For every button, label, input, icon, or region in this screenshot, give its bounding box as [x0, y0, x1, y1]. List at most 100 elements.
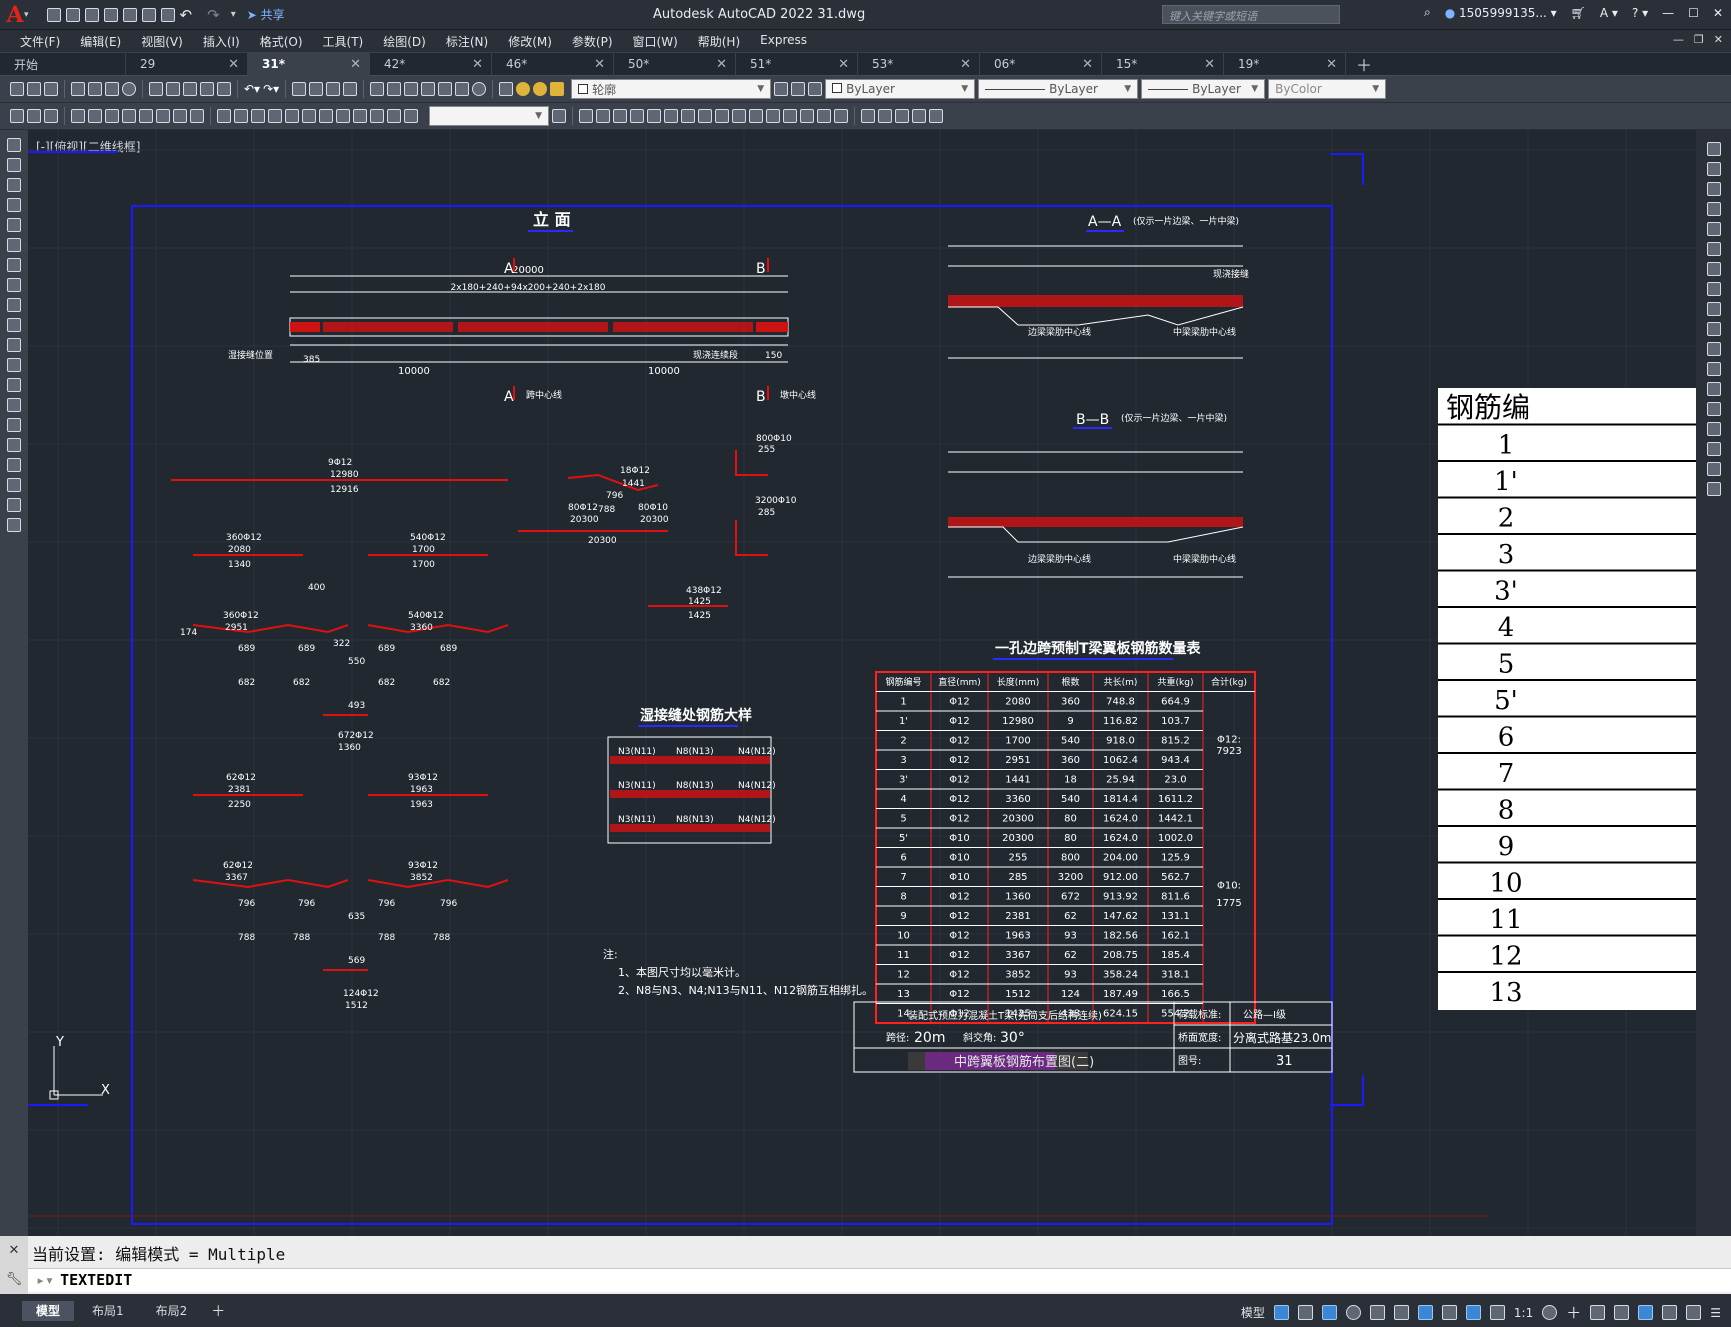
bring-front-icon[interactable] — [878, 109, 892, 123]
customize-qa-chevron-icon[interactable]: ▾ — [230, 9, 236, 20]
file-tab-2[interactable]: 31*✕ — [248, 52, 370, 76]
save-web-icon[interactable] — [141, 7, 156, 22]
offset-icon[interactable] — [1706, 202, 1721, 216]
rectangle-icon[interactable] — [7, 218, 21, 232]
erase-icon[interactable] — [1706, 142, 1721, 156]
ordinate-icon[interactable] — [122, 109, 136, 123]
file-tab-0[interactable]: 开始 — [0, 52, 126, 76]
tab-close-icon[interactable]: ✕ — [472, 56, 483, 72]
copy-icon[interactable] — [166, 82, 180, 96]
draworder-icon[interactable] — [861, 109, 875, 123]
pan-icon[interactable] — [292, 82, 307, 96]
diameter-icon[interactable] — [173, 109, 187, 123]
print-icon[interactable] — [71, 82, 85, 96]
dim-break-icon[interactable] — [285, 109, 299, 123]
layer-freeze-icon[interactable] — [533, 82, 548, 96]
qnew-icon[interactable] — [10, 82, 24, 96]
annotation-scale[interactable]: 1:1 — [1513, 1305, 1534, 1320]
aligned-dim-icon[interactable] — [88, 109, 102, 123]
drawing-viewport[interactable]: [-][俯视][二维线框] 立 面 20000 2x180+24 — [28, 130, 1696, 1236]
file-tab-7[interactable]: 53*✕ — [858, 52, 980, 76]
join-icon[interactable] — [783, 109, 797, 123]
markup-icon[interactable] — [438, 82, 453, 96]
properties-icon[interactable] — [370, 82, 385, 96]
zoom-previous-icon[interactable] — [343, 82, 358, 96]
new-tab-plus-icon[interactable]: ＋ — [1356, 56, 1373, 75]
construction-line-icon[interactable] — [7, 158, 21, 172]
point-icon[interactable] — [7, 398, 21, 412]
doc-minimize-icon[interactable]: — — [1672, 33, 1684, 46]
add-selected-icon[interactable] — [7, 518, 21, 532]
autodesk-app-icon[interactable]: A ▾ — [1599, 5, 1618, 20]
user-account[interactable]: ● 1505999135... ▾ — [1444, 5, 1557, 20]
polar-tracking-icon[interactable] — [1345, 1305, 1361, 1320]
extend-icon[interactable] — [1706, 342, 1721, 356]
menu-item-5[interactable]: 工具(T) — [322, 34, 364, 49]
file-tab-9[interactable]: 15*✕ — [1102, 52, 1224, 76]
tab-close-icon[interactable]: ✕ — [716, 56, 727, 72]
tolerance-icon[interactable] — [302, 109, 316, 123]
customization-menu-icon[interactable]: ☰ — [1710, 1305, 1721, 1320]
zoom-window-icon[interactable] — [326, 82, 341, 96]
file-tab-4[interactable]: 46*✕ — [492, 52, 614, 76]
fillet-icon[interactable] — [1706, 442, 1721, 456]
layer-lock-icon[interactable] — [550, 82, 565, 96]
offset-icon[interactable] — [630, 109, 644, 123]
layer-properties-icon[interactable] — [499, 82, 514, 96]
plotstyle-dropdown[interactable]: ByColor ▼ — [1268, 79, 1387, 99]
block-editor-icon[interactable] — [217, 82, 231, 96]
layout-tab-2[interactable]: 布局2 — [155, 1304, 188, 1318]
save-icon[interactable] — [84, 7, 99, 22]
array-icon[interactable] — [1706, 222, 1721, 236]
calculator-icon[interactable] — [455, 82, 470, 96]
match-prop-icon[interactable] — [200, 82, 214, 96]
scale-icon[interactable] — [698, 109, 712, 123]
autocad-logo-icon[interactable]: A — [6, 1, 24, 28]
layout-tab-0[interactable]: 模型 — [22, 1300, 75, 1321]
erase-icon[interactable] — [579, 109, 593, 123]
share-button[interactable]: ➤ 共享 — [246, 8, 285, 22]
baseline-icon[interactable] — [234, 109, 248, 123]
cut-icon[interactable] — [149, 82, 163, 96]
layer-on-icon[interactable] — [516, 82, 531, 96]
text-front-icon[interactable] — [912, 109, 926, 123]
dim-update-icon[interactable] — [404, 109, 418, 123]
jogged-linear-icon[interactable] — [353, 109, 367, 123]
quick-dim-icon[interactable] — [217, 109, 231, 123]
tab-close-icon[interactable]: ✕ — [594, 56, 605, 72]
dim-text-edit-icon[interactable] — [387, 109, 401, 123]
table-icon[interactable] — [7, 478, 21, 492]
insert-block-icon[interactable] — [7, 358, 21, 372]
plot-icon[interactable] — [160, 7, 175, 22]
save-as-icon[interactable] — [103, 7, 118, 22]
menu-item-6[interactable]: 绘图(D) — [383, 34, 426, 49]
linetype-dropdown[interactable]: ByLayer ▼ — [978, 79, 1139, 99]
save-icon[interactable] — [44, 82, 58, 96]
layer-dropdown[interactable]: 轮廓 ▼ — [571, 79, 772, 99]
break-icon[interactable] — [766, 109, 780, 123]
3d-dwf-icon[interactable] — [122, 82, 136, 96]
mirror-icon[interactable] — [1706, 182, 1721, 196]
file-tab-5[interactable]: 50*✕ — [614, 52, 736, 76]
annotation-visibility-icon[interactable] — [1465, 1305, 1481, 1320]
dim-space-icon[interactable] — [268, 109, 282, 123]
tab-close-icon[interactable]: ✕ — [1082, 56, 1093, 72]
ortho-icon[interactable] — [1321, 1305, 1337, 1320]
explode-icon[interactable] — [834, 109, 848, 123]
command-close-icon[interactable]: ✕ — [8, 1243, 20, 1258]
layer-previous-icon[interactable] — [791, 82, 806, 96]
command-settings-icon[interactable]: 🔧︎ — [5, 1272, 23, 1287]
gradient-icon[interactable] — [7, 438, 21, 452]
tab-close-icon[interactable]: ✕ — [350, 56, 361, 72]
layer-match-icon[interactable] — [10, 109, 24, 123]
move-icon[interactable] — [664, 109, 678, 123]
menu-item-8[interactable]: 修改(M) — [508, 34, 552, 49]
arc-length-icon[interactable] — [105, 109, 119, 123]
center-mark-icon[interactable] — [319, 109, 333, 123]
make-block-icon[interactable] — [7, 378, 21, 392]
grid-icon[interactable] — [1273, 1305, 1289, 1320]
add-layout-plus-icon[interactable]: ＋ — [211, 1303, 226, 1320]
break-icon[interactable] — [1706, 382, 1721, 396]
zoom-realtime-icon[interactable] — [309, 82, 324, 96]
open-web-icon[interactable] — [122, 7, 137, 22]
